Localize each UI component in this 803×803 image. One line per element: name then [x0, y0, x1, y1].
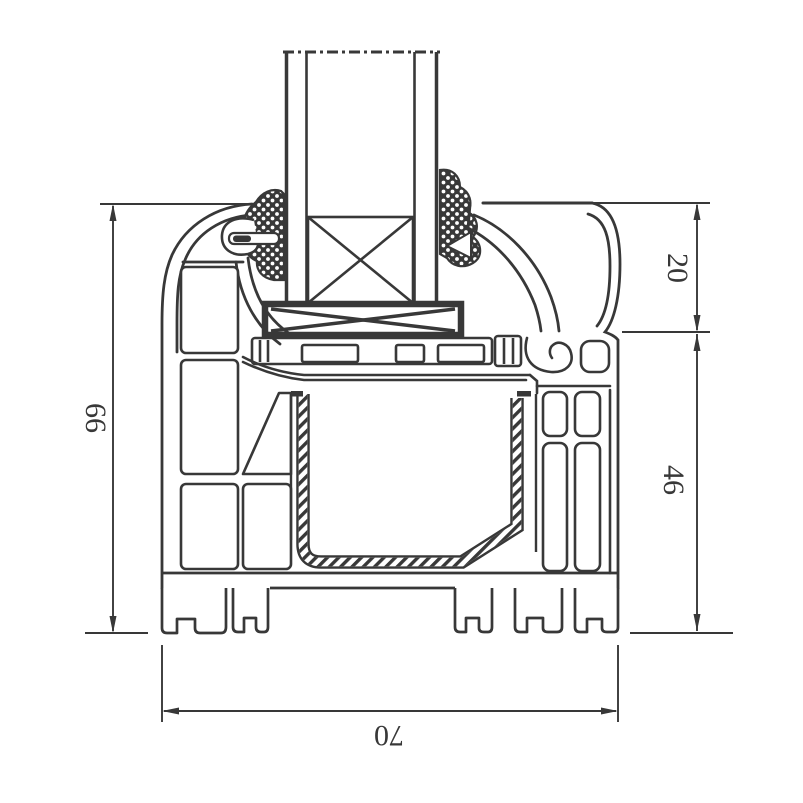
dimension-annotations: [85, 202, 733, 722]
chambers-right: [541, 390, 602, 573]
chambers-left: [179, 265, 293, 571]
setting-block: [261, 300, 465, 339]
outer-contour-left: [160, 202, 254, 590]
bottom-plate: [162, 571, 618, 590]
glazing-bridge: [250, 334, 523, 368]
chamber: [541, 441, 569, 573]
chamber: [179, 265, 240, 355]
bridge-end-clip: [493, 334, 523, 368]
rebate-wall-left: [246, 256, 292, 336]
bridge-slot: [300, 343, 360, 364]
chamber: [179, 482, 240, 571]
chamber: [573, 390, 602, 438]
steel-reinforcement: [289, 391, 538, 569]
chamber: [541, 390, 569, 438]
bead-curve-inner: [466, 226, 543, 333]
inner-contour-left: [175, 213, 254, 354]
foot: [231, 588, 270, 634]
outer-contour-right: [590, 201, 622, 590]
bead-foot: [524, 336, 612, 575]
chamber: [241, 482, 293, 571]
dim-label-total-height: 66: [79, 403, 112, 433]
spacer-bar: [306, 215, 415, 305]
double-glazing-unit: [283, 50, 440, 305]
foot: [453, 588, 494, 634]
foot: [160, 588, 228, 635]
dim-label-body-height: 46: [657, 465, 690, 495]
gasket-right: [438, 168, 482, 268]
dim-label-glazing-height: 20: [661, 253, 694, 283]
bridge-slot: [394, 343, 426, 364]
bridge-slot: [436, 343, 486, 364]
gasket-left: [220, 188, 286, 282]
chamber-slanted: [241, 391, 293, 476]
rebate-floor: [241, 355, 539, 395]
profile-feet: [160, 588, 620, 635]
dim-label-total-width: 70: [374, 719, 404, 752]
chamber: [179, 358, 240, 476]
gasket-cavity: [444, 230, 472, 260]
chamber: [573, 441, 602, 573]
bead-curve-outer: [472, 213, 561, 333]
dim-arrowheads: [109, 203, 701, 715]
inner-contour-right: [586, 212, 612, 328]
foot: [573, 588, 620, 634]
foot: [513, 588, 564, 634]
